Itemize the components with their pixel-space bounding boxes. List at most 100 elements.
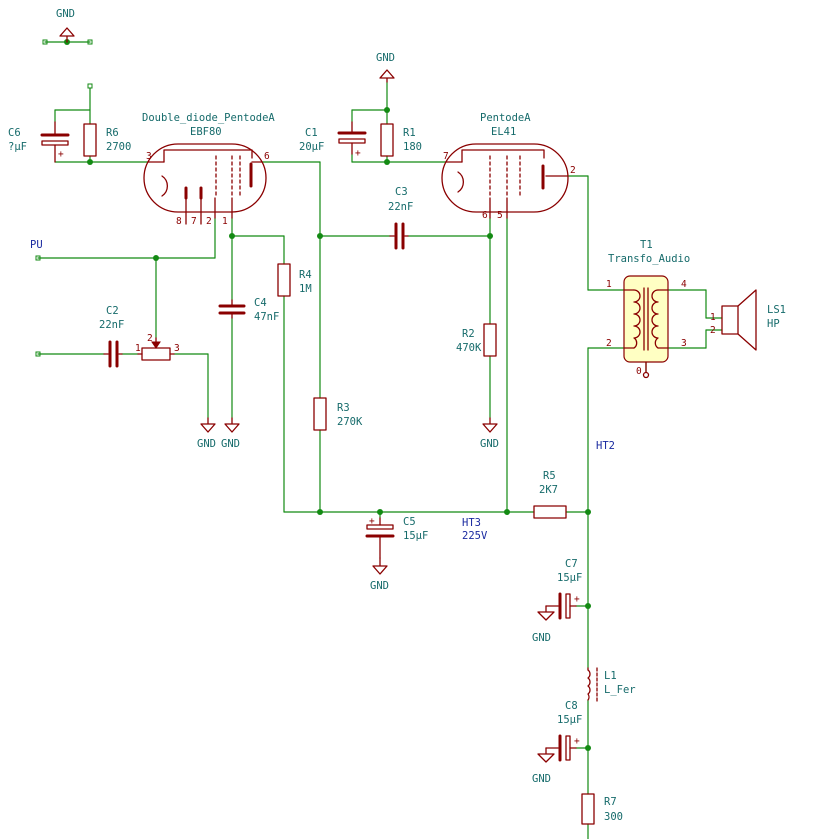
capacitor-c1[interactable]: + C1 20µF (299, 121, 367, 159)
svg-text:20µF: 20µF (299, 141, 324, 153)
resistor-r5[interactable]: R5 2K7 (533, 470, 567, 519)
svg-text:4: 4 (681, 279, 687, 290)
gnd-r2: GND (480, 417, 499, 450)
tube-el41[interactable]: 7 2 6 5 PentodeA EL41 (441, 112, 576, 221)
svg-text:R4: R4 (299, 269, 312, 281)
svg-text:180: 180 (403, 141, 422, 153)
speaker-ls1[interactable]: 1 2 LS1 HP (710, 289, 786, 351)
gnd-pot: GND (197, 417, 216, 450)
svg-text:PentodeA: PentodeA (480, 112, 531, 124)
resistor-r1[interactable]: R1 180 (380, 123, 422, 157)
resistor-r7[interactable]: R7 300 (581, 793, 623, 825)
capacitor-c5[interactable]: + C5 15µF (365, 516, 428, 559)
svg-text:7: 7 (443, 151, 449, 162)
svg-text:LS1: LS1 (767, 304, 786, 316)
svg-text:47nF: 47nF (254, 311, 279, 323)
svg-text:1: 1 (135, 343, 141, 354)
svg-text:PU: PU (30, 239, 43, 251)
svg-text:C1: C1 (305, 127, 318, 139)
svg-text:1: 1 (222, 216, 228, 227)
svg-text:8: 8 (176, 216, 182, 227)
tube-ebf80[interactable]: 3 6 8 7 2 1 Double_diode_PentodeA EBF80 (142, 112, 275, 227)
svg-text:3: 3 (174, 343, 180, 354)
svg-text:6: 6 (264, 151, 270, 162)
potentiometer[interactable]: 1 2 3 (135, 333, 180, 361)
gnd-c5: GND (370, 557, 389, 592)
svg-text:15µF: 15µF (403, 530, 428, 542)
svg-text:2: 2 (710, 325, 716, 336)
svg-text:15µF: 15µF (557, 714, 582, 726)
inductor-l1[interactable]: L1 L_Fer (587, 667, 636, 703)
wires (37, 41, 723, 839)
svg-text:C4: C4 (254, 297, 267, 309)
svg-text:HT2: HT2 (596, 440, 615, 452)
svg-text:GND: GND (532, 773, 551, 785)
svg-text:300: 300 (604, 811, 623, 823)
svg-text:1: 1 (710, 312, 716, 323)
svg-text:GND: GND (370, 580, 389, 592)
svg-text:GND: GND (221, 438, 240, 450)
gnd-v2-cathode: GND (376, 52, 395, 83)
capacitor-c3[interactable]: C3 22nF (388, 186, 413, 250)
svg-text:+: + (574, 736, 580, 747)
svg-text:15µF: 15µF (557, 572, 582, 584)
svg-text:22nF: 22nF (99, 319, 124, 331)
svg-text:2: 2 (206, 216, 212, 227)
svg-text:3: 3 (146, 151, 152, 162)
svg-text:C3: C3 (395, 186, 408, 198)
resistor-r6[interactable]: R6 2700 (83, 123, 131, 157)
svg-text:2700: 2700 (106, 141, 131, 153)
svg-text:3: 3 (681, 338, 687, 349)
svg-text:R5: R5 (543, 470, 556, 482)
svg-text:C5: C5 (403, 516, 416, 528)
svg-text:2: 2 (147, 333, 153, 344)
svg-text:GND: GND (376, 52, 395, 64)
junctions (64, 39, 591, 751)
svg-text:EBF80: EBF80 (190, 126, 222, 138)
resistor-r3[interactable]: R3 270K (313, 397, 363, 431)
svg-text:2: 2 (570, 165, 576, 176)
svg-text:GND: GND (56, 8, 75, 20)
gnd-top-left: GND (56, 8, 75, 43)
resistor-r4[interactable]: R4 1M (277, 263, 312, 297)
svg-text:6: 6 (482, 210, 488, 221)
svg-text:+: + (574, 594, 580, 605)
wire-ends (35, 39, 93, 357)
capacitor-c7[interactable]: + C7 15µF (545, 558, 582, 620)
svg-text:HP: HP (767, 318, 780, 330)
svg-text:22nF: 22nF (388, 201, 413, 213)
svg-text:L_Fer: L_Fer (604, 684, 636, 696)
svg-text:R3: R3 (337, 402, 350, 414)
svg-text:Transfo_Audio: Transfo_Audio (608, 253, 690, 265)
svg-text:L1: L1 (604, 670, 617, 682)
svg-text:C6: C6 (8, 127, 21, 139)
svg-text:2: 2 (606, 338, 612, 349)
svg-text:GND: GND (197, 438, 216, 450)
svg-text:7: 7 (191, 216, 197, 227)
capacitor-c4[interactable]: C4 47nF (218, 297, 279, 323)
svg-text:HT3: HT3 (462, 517, 481, 529)
svg-text:0: 0 (636, 366, 642, 377)
svg-text:225V: 225V (462, 530, 488, 542)
svg-text:C2: C2 (106, 305, 119, 317)
svg-text:1M: 1M (299, 283, 312, 295)
svg-text:R1: R1 (403, 127, 416, 139)
svg-text:+: + (355, 148, 361, 159)
capacitor-c2[interactable]: C2 22nF (99, 305, 124, 368)
capacitor-c8[interactable]: + C8 15µF (545, 700, 582, 762)
capacitor-c6[interactable]: + C6 ?µF (8, 121, 70, 163)
svg-text:270K: 270K (337, 416, 363, 428)
svg-text:+: + (58, 149, 64, 160)
svg-text:1: 1 (606, 279, 612, 290)
svg-text:T1: T1 (640, 239, 653, 251)
transformer-t1[interactable]: 1 2 3 4 0 T1 Transfo_Audio (606, 239, 690, 379)
net-label-ht2: HT2 (596, 440, 615, 452)
svg-text:2K7: 2K7 (539, 484, 558, 496)
svg-text:5: 5 (497, 210, 503, 221)
resistor-r2[interactable]: R2 470K (456, 323, 497, 357)
svg-text:GND: GND (532, 632, 551, 644)
svg-text:470K: 470K (456, 342, 482, 354)
net-label-pu: PU (30, 239, 43, 251)
